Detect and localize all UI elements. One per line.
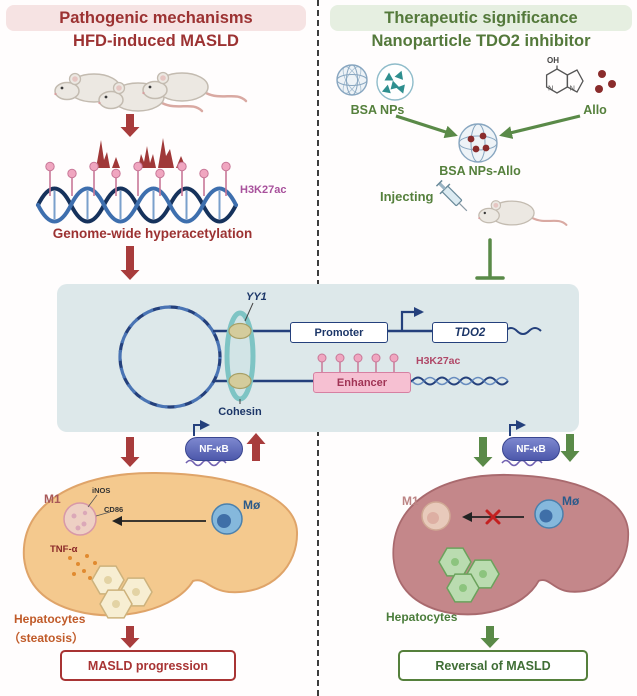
blocked-cross-icon [485, 509, 501, 525]
downregulation-arrow-green [560, 434, 580, 462]
cohesin-label: Cohesin [218, 406, 262, 418]
flow-arrow-green-2 [480, 626, 500, 648]
reversal-of-masld-box: Reversal of MASLD [398, 650, 588, 681]
h3k27ac-label-center: H3K27ac [416, 355, 461, 367]
h3k27ac-marks-icon [45, 161, 231, 196]
bsa-np-mesh-icon [336, 64, 368, 96]
hepatocyte-cells-steatosis [91, 565, 153, 619]
promoter-box: Promoter [290, 322, 388, 343]
flow-arrow-red-1 [120, 114, 140, 137]
right-panel-title: Therapeutic significance [330, 5, 632, 31]
combine-arrow-left-green [395, 114, 458, 139]
m1-macrophage-left [63, 494, 111, 536]
allo-oh-label: OH [547, 56, 559, 65]
flow-arrow-red-3 [120, 437, 140, 467]
injecting-label: Injecting [380, 189, 434, 204]
m0-macrophage-left [211, 503, 243, 535]
m1-macrophage-right [421, 501, 451, 531]
flow-arrow-red-2 [120, 246, 140, 280]
h3k27ac-label-left: H3K27ac [240, 184, 287, 196]
yy1-label: YY1 [246, 291, 267, 303]
flow-arrow-red-4 [120, 626, 140, 648]
bsa-np-allo-icon [458, 123, 498, 163]
m1-label-left: M1 [44, 492, 61, 506]
cd86-label: CD86 [104, 505, 124, 514]
injected-mouse [477, 199, 568, 226]
upregulation-arrow-red [246, 433, 266, 461]
allo-drug-dots-icon [595, 70, 616, 93]
left-panel-title: Pathogenic mechanisms [6, 5, 306, 31]
left-panel-subtitle: HFD-induced MASLD [73, 32, 239, 50]
chromatin-loop-panel [57, 284, 579, 432]
allo-n2-label: N [570, 84, 575, 93]
nfkb-dna-squiggle-left [185, 459, 227, 467]
steatosis-label: （steatosis） [8, 631, 85, 645]
enhancer-box: Enhancer [313, 372, 411, 393]
m0-label-left: Mø [243, 498, 261, 512]
hepatocytes-label-left: Hepatocytes [14, 612, 86, 626]
allopurinol-structure-icon: OH N N [545, 56, 584, 94]
combine-arrow-right-green [499, 114, 581, 139]
hyperacetylation-label: Genome-wide hyperacetylation [52, 226, 253, 241]
hepatocytes-label-right: Hepatocytes [386, 610, 458, 624]
allo-n1-label: N [548, 84, 553, 93]
m1-label-right: M1 [402, 494, 419, 508]
allo-label: Allo [583, 103, 607, 117]
chipseq-peaks [96, 138, 186, 168]
dna-helix-acetylated [36, 161, 238, 224]
right-panel-subtitle: Nanoparticle TDO2 inhibitor [371, 32, 591, 50]
masld-progression-box: MASLD progression [60, 650, 236, 681]
nfkb-dna-squiggle-right [501, 459, 543, 467]
m0-macrophage-right [534, 499, 564, 529]
bsa-nps-allo-label: BSA NPs-Allo [439, 164, 521, 178]
nfkb-badge-right: NF-κB [502, 437, 560, 461]
nfkb-badge-left: NF-κB [185, 437, 243, 461]
inos-label: iNOS [92, 486, 111, 495]
bsa-molecules-icon [376, 63, 414, 101]
tdo2-gene-box: TDO2 [432, 322, 508, 343]
inhibition-arrow-green [475, 238, 505, 280]
liver-right [392, 473, 630, 616]
hepatocyte-cells-healthy [438, 547, 500, 603]
flow-arrow-green-1 [473, 437, 493, 467]
bsa-nps-label: BSA NPs [350, 103, 405, 117]
m0-label-right: Mø [562, 494, 580, 508]
tnf-secretion-dots-icon [68, 554, 100, 580]
tnf-label: TNF-α [50, 544, 78, 555]
syringe-icon [435, 179, 468, 212]
hfd-mice-group [53, 71, 248, 113]
